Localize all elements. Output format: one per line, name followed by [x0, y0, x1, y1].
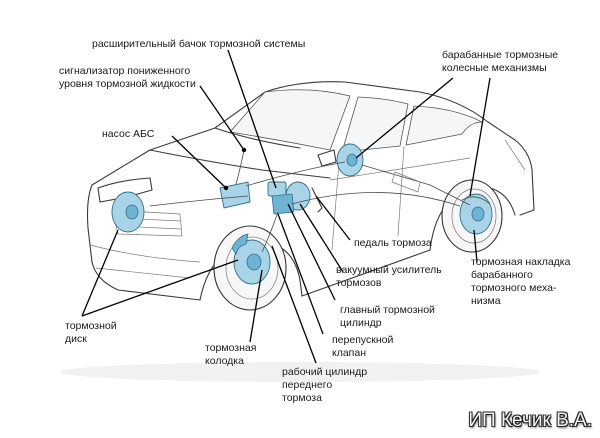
label-bypass-valve: перепускной клапан [332, 334, 394, 359]
label-front-wheel-cylinder: рабочий цилиндр переднего тормоза [282, 366, 368, 404]
leader-lines [81, 49, 491, 364]
label-brake-pad: тормозная колодка [205, 342, 257, 367]
label-abs-pump: насос АБС [102, 128, 155, 140]
label-master-cylinder: главный тормозной цилиндр [340, 304, 435, 329]
front-wheel [213, 225, 287, 311]
label-drum-brake-mechanisms: барабанные тормозные колесные механизмы [442, 49, 559, 74]
label-brake-pedal: педаль тормоза [354, 237, 432, 249]
label-brake-disc: тормозной диск [65, 320, 117, 345]
label-brake-fluid-reservoir: расширительный бачок тормозной системы [92, 38, 306, 50]
rear-wheel [441, 179, 503, 253]
watermark: ИП Кечик В.А. [468, 410, 592, 431]
car-body [86, 81, 535, 301]
label-drum-brake-lining: тормозная накладка барабанного тормозног… [471, 256, 571, 307]
label-vacuum-booster: вакуумный усилитель тормозов [336, 264, 442, 289]
label-low-fluid-sensor: сигнализатор пониженного уровня тормозно… [59, 65, 196, 90]
